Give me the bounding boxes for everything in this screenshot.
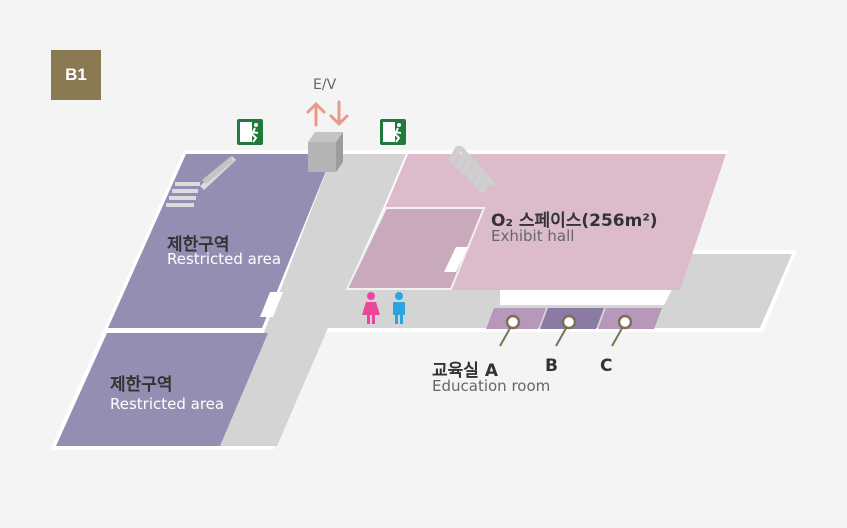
men-restroom-icon xyxy=(393,292,405,324)
emergency-exit-icon xyxy=(237,119,263,145)
location-pin-icon xyxy=(611,314,633,347)
location-pin-icon xyxy=(555,314,577,347)
restricted-area-bottom xyxy=(56,333,268,446)
floor-badge: B1 xyxy=(51,50,101,100)
restricted-area-top xyxy=(108,154,333,328)
education-room-a-title: 교육실 A xyxy=(432,361,498,381)
elevator-label: E/V xyxy=(313,77,337,93)
women-restroom-icon xyxy=(362,292,380,324)
restricted-area-bottom-title: 제한구역 xyxy=(110,375,173,395)
emergency-exit-icon xyxy=(380,119,406,145)
restricted-area-bottom-subtitle: Restricted area xyxy=(110,395,225,413)
staircase-icon xyxy=(166,156,236,207)
education-room-subtitle: Education room xyxy=(432,377,551,395)
restricted-area-top-subtitle: Restricted area xyxy=(167,250,282,268)
corridor xyxy=(220,154,792,446)
education-room-b-label: B xyxy=(545,356,558,376)
education-room-c-label: C xyxy=(600,356,613,376)
location-pin-icon xyxy=(499,314,521,347)
restricted-door xyxy=(260,292,283,317)
elevator-block xyxy=(308,132,343,172)
exhibit-hall-title: O₂ 스페이스(256m²) xyxy=(491,211,658,231)
staircase-exhibit-icon xyxy=(448,146,498,194)
elevator-arrows-icon xyxy=(306,100,349,127)
exhibit-door xyxy=(444,247,468,272)
exhibit-hall-subtitle: Exhibit hall xyxy=(491,227,575,245)
restricted-area-top-title: 제한구역 xyxy=(167,235,230,255)
